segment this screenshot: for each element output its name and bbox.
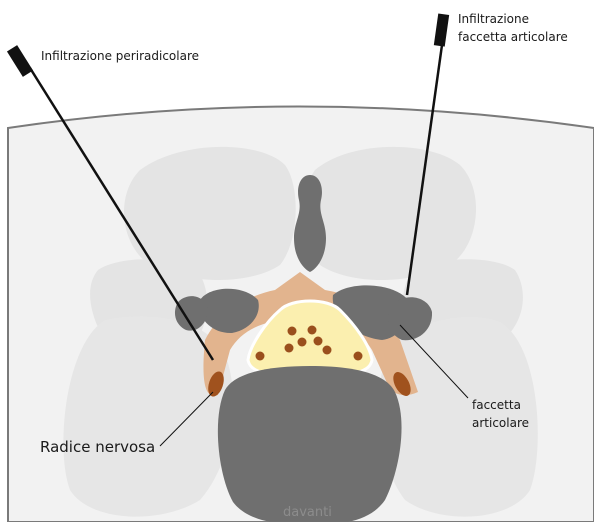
label-facet-joint-line1: faccetta	[472, 398, 521, 413]
label-facet-infiltration-line2: faccetta articolare	[458, 30, 568, 45]
needle-facet-hub	[434, 13, 449, 46]
spinous-process	[294, 175, 326, 272]
label-facet-infiltration-line1: Infiltrazione	[458, 12, 529, 27]
label-front: davanti	[283, 505, 332, 521]
vertebral-body	[218, 366, 402, 522]
label-facet-joint-line2: articolare	[472, 416, 529, 431]
label-nerve-root: Radice nervosa	[40, 438, 155, 457]
label-periradicular-infiltration: Infiltrazione periradicolare	[41, 49, 199, 64]
needle-periradicular-hub	[7, 45, 33, 77]
back-muscle-right	[304, 147, 476, 280]
